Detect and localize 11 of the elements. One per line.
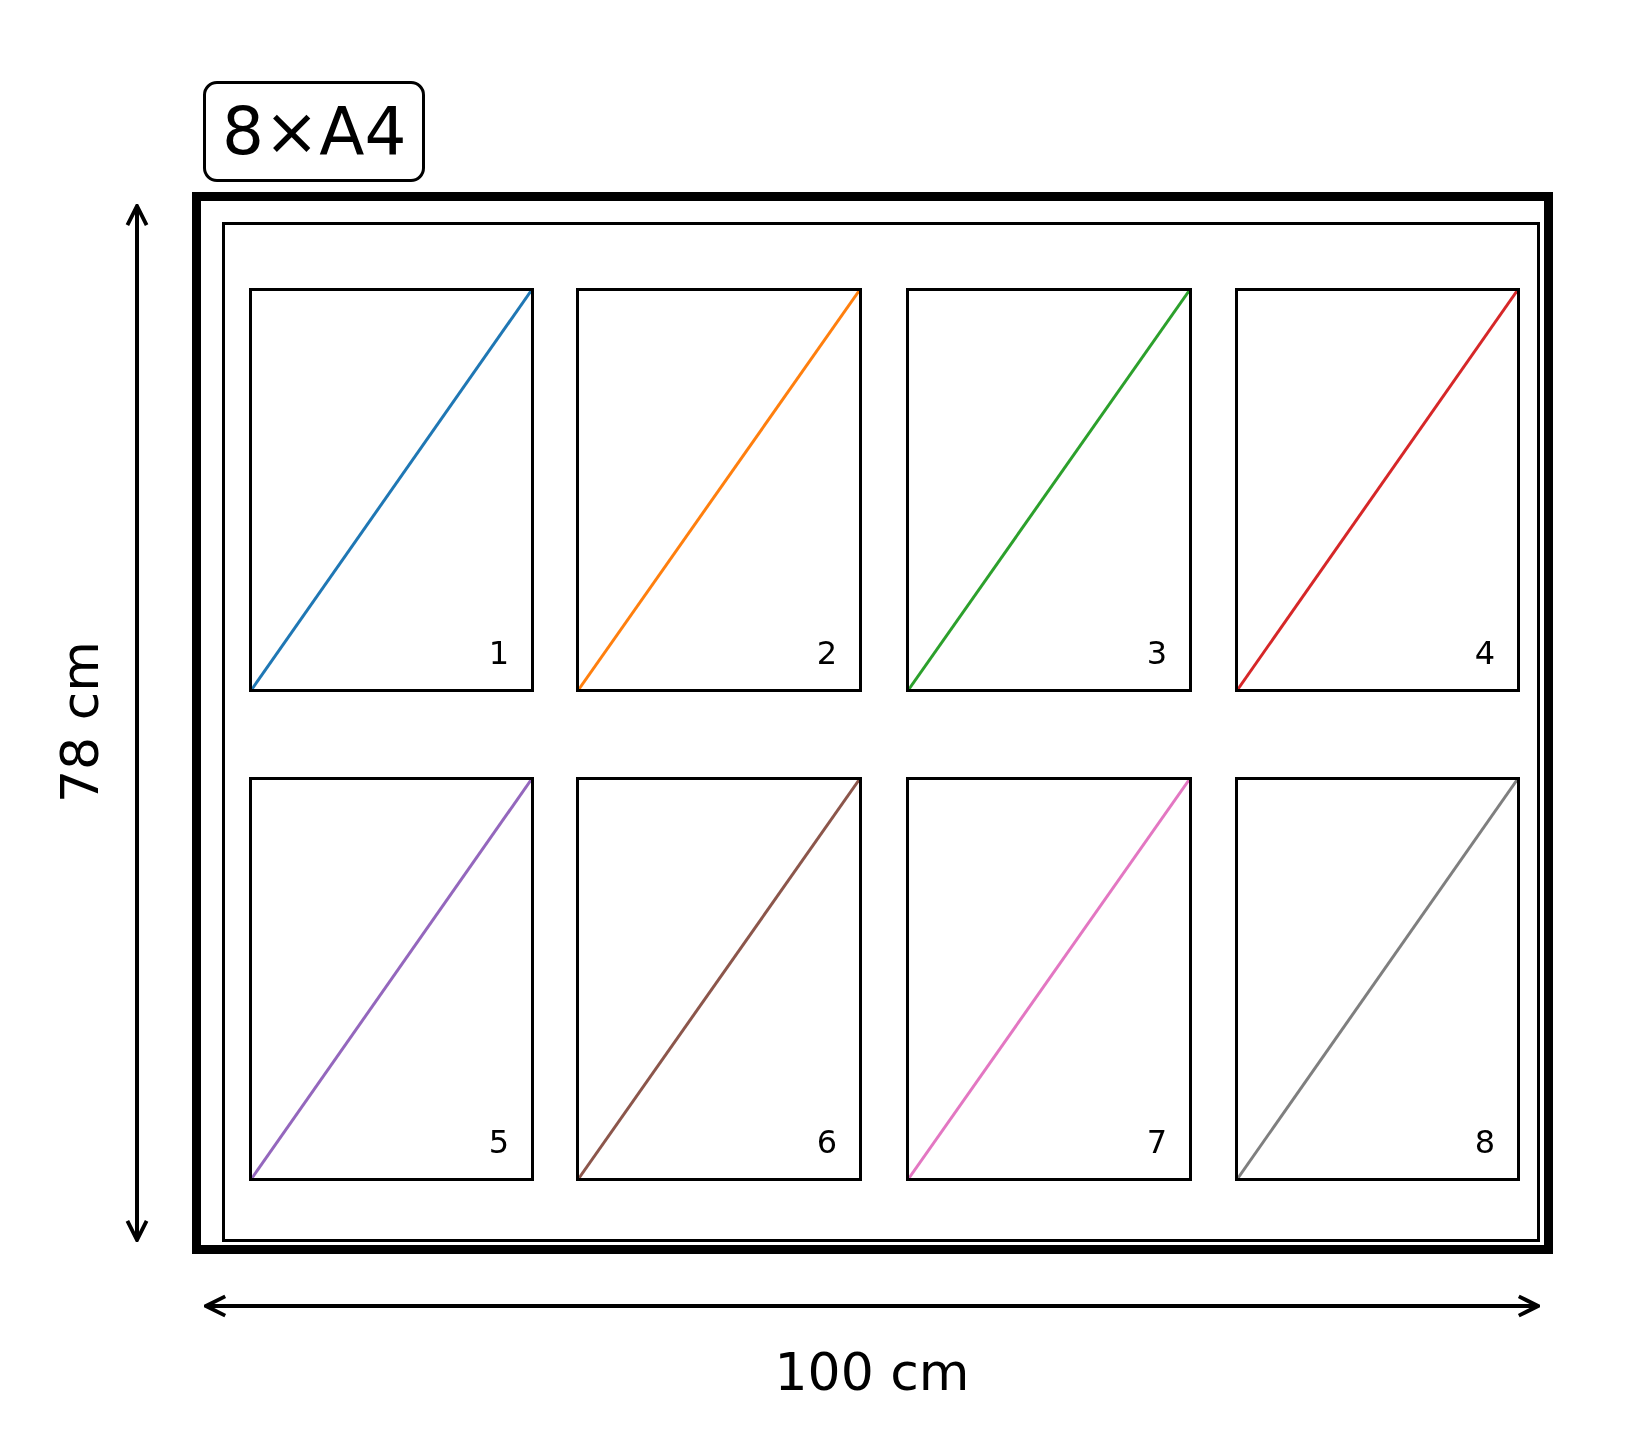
opening-number: 8 [1474,1126,1495,1158]
format-label: 8×A4 [203,81,426,182]
opening-number: 4 [1474,637,1495,669]
opening-number: 6 [816,1126,837,1158]
opening-number: 1 [488,637,509,669]
opening-number: 5 [488,1126,509,1158]
opening-number: 7 [1146,1126,1167,1158]
dimension-label: 78 cm [54,641,106,803]
opening-number: 2 [816,637,837,669]
opening-number: 3 [1146,637,1167,669]
dimension-label: 100 cm [774,1346,970,1398]
